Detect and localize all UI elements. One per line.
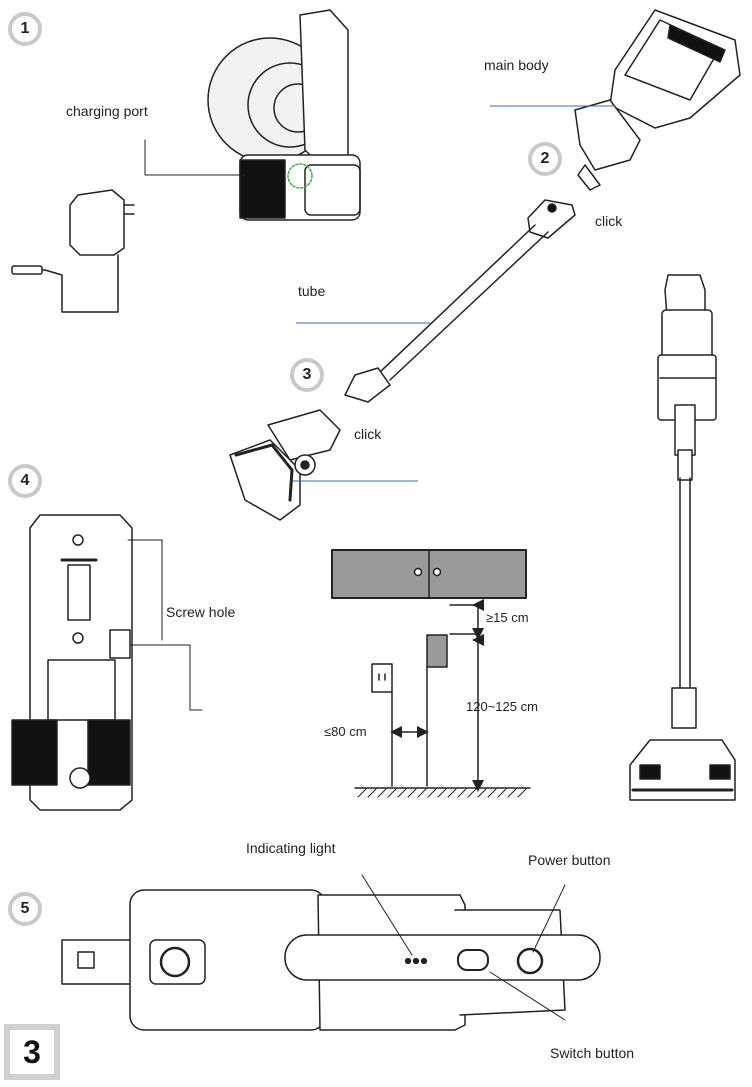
outlet-distance-label: ≤80 cm bbox=[324, 724, 367, 739]
tube-illustration bbox=[344, 199, 576, 403]
power-button-label: Power button bbox=[528, 852, 611, 868]
mount-height-label: 120~125 cm bbox=[466, 699, 538, 714]
charger-adapter-illustration bbox=[11, 189, 135, 313]
step-5-badge: 5 bbox=[8, 892, 42, 926]
main-body-label: main body bbox=[484, 57, 549, 73]
main-body-illustration bbox=[574, 9, 741, 191]
step-4-badge: 4 bbox=[8, 464, 42, 498]
floor-brush-illustration bbox=[229, 409, 341, 521]
handheld-top-view-illustration bbox=[61, 874, 601, 1031]
page-number: 3 bbox=[10, 1030, 54, 1074]
leader-lines bbox=[292, 105, 615, 482]
page-number-badge: 3 bbox=[4, 1024, 60, 1080]
step-3-badge: 3 bbox=[290, 358, 324, 392]
click-label-bottom: click bbox=[354, 426, 382, 442]
tube-label: tube bbox=[298, 283, 326, 299]
cabinet-gap-label: ≥15 cm bbox=[486, 610, 529, 625]
indicating-light-label: Indicating light bbox=[246, 840, 336, 856]
step-2-badge: 2 bbox=[528, 142, 562, 176]
step-1-badge: 1 bbox=[8, 12, 42, 46]
click-label-top: click bbox=[595, 213, 623, 229]
mounting-dimensions-diagram bbox=[331, 549, 531, 798]
switch-button-label: Switch button bbox=[550, 1045, 635, 1061]
vacuum-top-view-illustration bbox=[144, 9, 361, 221]
charging-port-label: charging port bbox=[66, 103, 148, 119]
assembled-stick-vacuum-illustration bbox=[629, 274, 736, 801]
wall-mount-bracket-illustration bbox=[11, 514, 203, 811]
screw-hole-label: Screw hole bbox=[166, 604, 236, 620]
